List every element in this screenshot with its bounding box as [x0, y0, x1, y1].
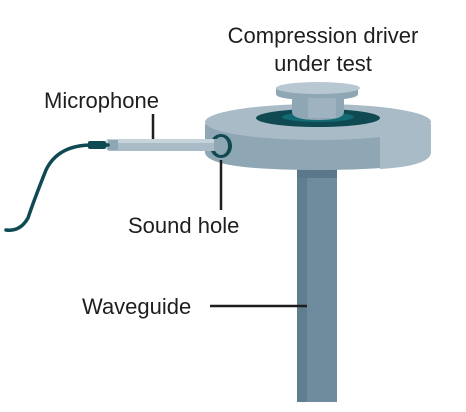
cable-connector [88, 141, 106, 149]
driver-label: Compression driver under test [196, 22, 450, 78]
sound-hole-label: Sound hole [128, 213, 240, 238]
microphone-cable [4, 143, 110, 232]
waveguide-label: Waveguide [82, 294, 192, 319]
microphone-body [106, 139, 222, 151]
driver-label-line2: under test [274, 51, 372, 76]
driver-label-line1: Compression driver [227, 23, 419, 48]
microphone-label: Microphone [44, 88, 159, 113]
waveguide-pipe [297, 160, 337, 402]
compression-driver [276, 82, 360, 120]
